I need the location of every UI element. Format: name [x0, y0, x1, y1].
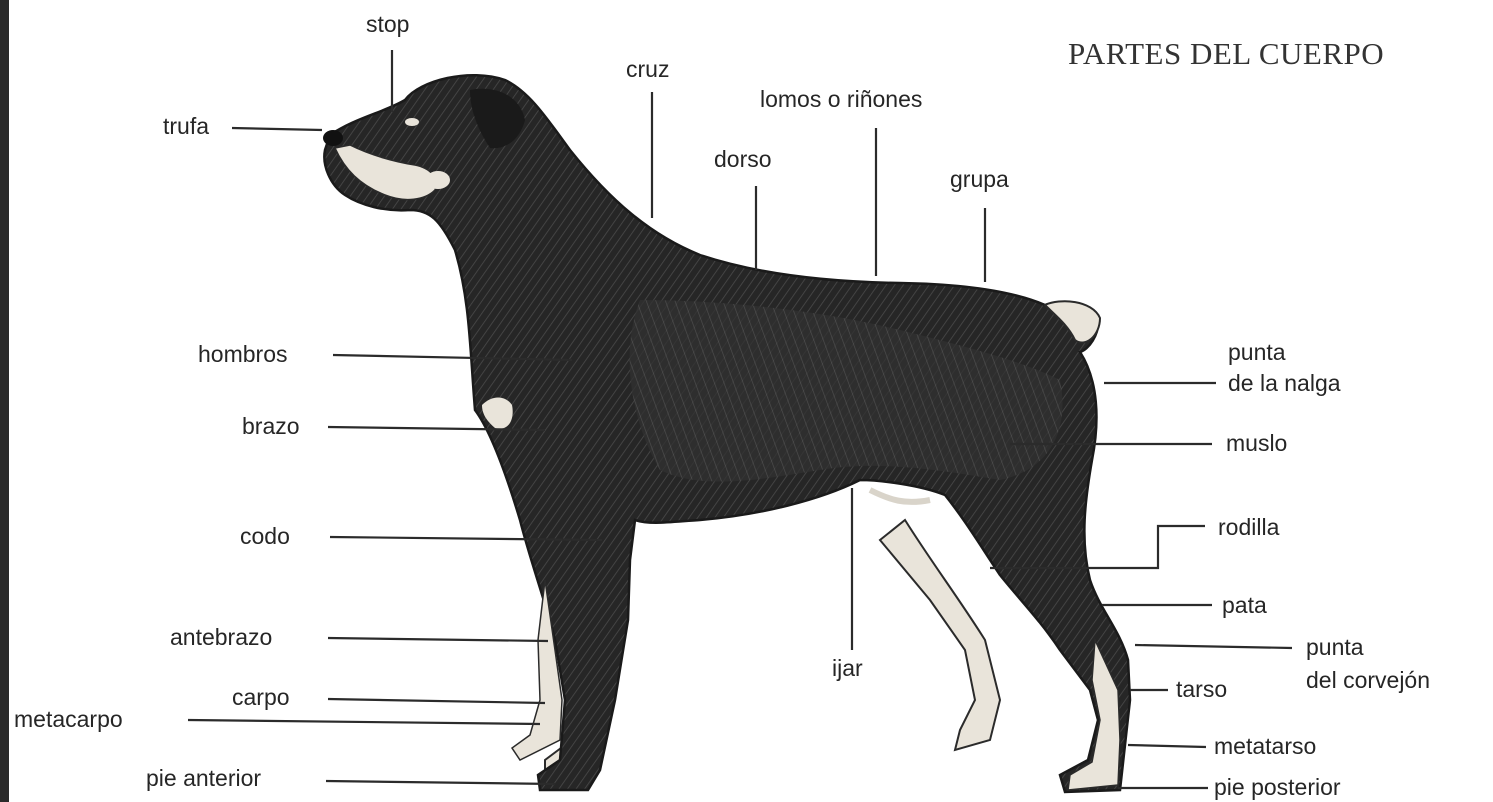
label-dorso: dorso: [714, 146, 772, 172]
leader-carpo: [328, 699, 545, 703]
label-pie-anterior: pie anterior: [146, 765, 261, 791]
label-codo: codo: [240, 523, 290, 549]
leader-punta-corvejon: [1135, 645, 1292, 648]
label-trufa: trufa: [163, 113, 209, 139]
label-brazo: brazo: [242, 413, 300, 439]
leader-trufa: [232, 128, 322, 130]
dog-illustration: [323, 75, 1130, 792]
leader-antebrazo: [328, 638, 548, 641]
label-carpo: carpo: [232, 684, 290, 710]
label-punta-nalga-line2: de la nalga: [1228, 370, 1341, 396]
eye: [405, 118, 419, 126]
cheek-marking: [426, 171, 450, 189]
label-pata: pata: [1222, 592, 1267, 618]
label-tarso: tarso: [1176, 676, 1227, 702]
label-punta-corvejon-line2: del corvejón: [1306, 667, 1430, 693]
label-grupa: grupa: [950, 166, 1009, 192]
label-metacarpo: metacarpo: [14, 706, 123, 732]
leader-metacarpo: [188, 720, 540, 724]
label-hombros: hombros: [198, 341, 287, 367]
far-hind-leg: [880, 520, 1000, 750]
nose: [323, 130, 343, 146]
leader-pie-anterior: [326, 781, 555, 784]
flank-fold: [870, 490, 930, 502]
label-punta-nalga-line1: punta: [1228, 339, 1286, 365]
label-ijar: ijar: [832, 655, 863, 681]
label-lomos: lomos o riñones: [760, 86, 922, 112]
label-antebrazo: antebrazo: [170, 624, 272, 650]
label-stop: stop: [366, 11, 409, 37]
label-punta-corvejon-line1: punta: [1306, 634, 1364, 660]
label-rodilla: rodilla: [1218, 514, 1280, 540]
label-metatarso: metatarso: [1214, 733, 1316, 759]
label-cruz: cruz: [626, 56, 669, 82]
leader-metatarso: [1128, 745, 1206, 747]
label-muslo: muslo: [1226, 430, 1287, 456]
label-pie-posterior: pie posterior: [1214, 774, 1341, 800]
